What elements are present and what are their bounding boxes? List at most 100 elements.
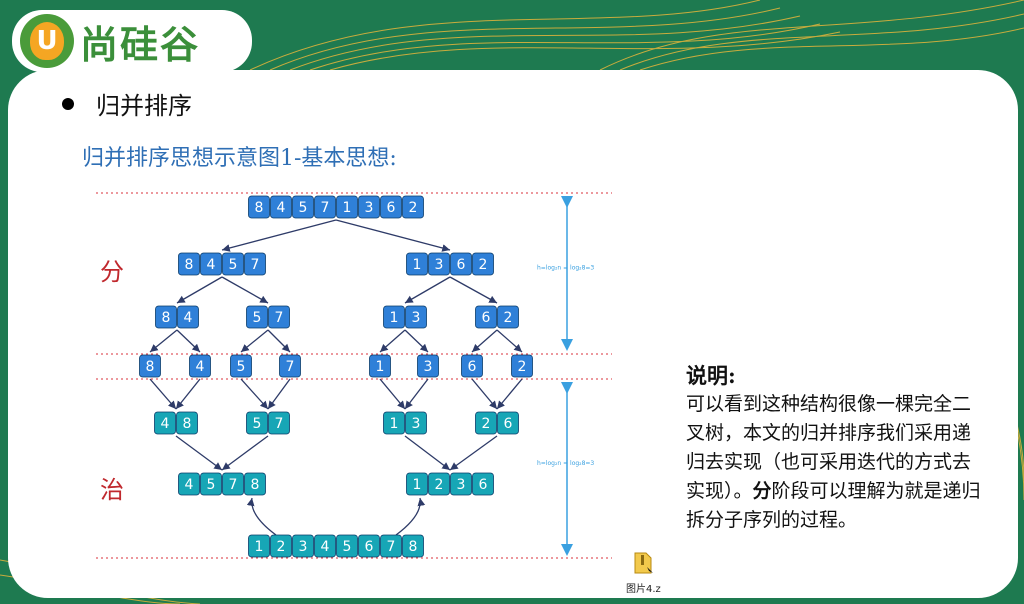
cell-value: 1 <box>390 310 399 326</box>
tree-edge <box>175 378 201 410</box>
divide-node-leaf: 3 <box>417 354 439 378</box>
cell-box <box>248 195 270 219</box>
cell-box <box>380 534 402 558</box>
cell-box <box>336 534 358 558</box>
tree-edges <box>149 219 523 536</box>
cell-box <box>402 195 424 219</box>
tree-edge <box>496 329 523 353</box>
cell-box <box>200 252 222 276</box>
cell-value: 5 <box>253 310 262 326</box>
cell-value: 5 <box>343 539 352 555</box>
tree-edge <box>176 276 223 304</box>
cell-box <box>402 534 424 558</box>
cell-box <box>358 534 380 558</box>
cell-box <box>178 472 200 496</box>
tree-edge <box>471 378 498 410</box>
cell-box <box>200 472 222 496</box>
cell-value: 3 <box>365 200 374 216</box>
cell-box <box>475 305 497 329</box>
cell-value: 5 <box>299 200 308 216</box>
cell-box <box>230 354 252 378</box>
cell-value: 3 <box>424 359 433 375</box>
cell-value: 1 <box>255 539 264 555</box>
cell-box <box>178 252 200 276</box>
tree-edge <box>335 219 451 252</box>
cell-box <box>497 411 519 435</box>
cell-box <box>177 305 199 329</box>
tree-edge <box>149 329 178 353</box>
cell-box <box>450 472 472 496</box>
tree-edge <box>379 329 406 353</box>
logo-letter: U <box>30 22 64 60</box>
cell-value: 6 <box>479 477 488 493</box>
tree-edge <box>267 378 291 410</box>
cell-box <box>270 195 292 219</box>
logo-icon: U <box>20 14 74 68</box>
divide-phase-label: 分 <box>100 258 124 286</box>
cell-box <box>405 305 427 329</box>
cell-value: 6 <box>457 257 466 273</box>
cell-value: 7 <box>275 416 284 432</box>
bullet-icon <box>62 98 74 110</box>
cell-box <box>511 354 533 378</box>
tree-edge <box>404 276 451 304</box>
cell-box <box>292 195 314 219</box>
logo-text: 尚硅谷 <box>80 23 201 67</box>
cell-value: 1 <box>390 416 399 432</box>
cell-value: 2 <box>518 359 527 375</box>
cell-value: 8 <box>255 200 264 216</box>
cell-value: 3 <box>299 539 308 555</box>
cell-box <box>244 472 266 496</box>
cell-box <box>497 305 519 329</box>
cell-value: 3 <box>412 310 421 326</box>
tree-edge <box>221 276 269 304</box>
explanation-bold-word: 分 <box>752 480 772 502</box>
zip-file-icon[interactable] <box>632 552 654 574</box>
file-label[interactable]: 图片4.z <box>626 584 661 595</box>
slide-heading: 归并排序 <box>96 92 192 120</box>
cell-box <box>369 354 391 378</box>
slide-subheading: 归并排序思想示意图1-基本思想: <box>82 146 397 171</box>
cell-box <box>268 411 290 435</box>
cell-value: 1 <box>376 359 385 375</box>
cell-value: 8 <box>409 539 418 555</box>
tree-edge <box>240 378 269 410</box>
cell-value: 6 <box>365 539 374 555</box>
cell-box <box>268 305 290 329</box>
cell-box <box>383 305 405 329</box>
cell-box <box>406 472 428 496</box>
cell-box <box>428 472 450 496</box>
cell-value: 2 <box>409 200 418 216</box>
cell-value: 3 <box>435 257 444 273</box>
cell-value: 2 <box>435 477 444 493</box>
cell-box <box>222 472 244 496</box>
cell-box <box>155 305 177 329</box>
tree-edge <box>240 329 269 353</box>
cell-value: 4 <box>161 416 170 432</box>
cell-value: 8 <box>162 310 171 326</box>
cell-box <box>358 195 380 219</box>
cell-value: 2 <box>479 257 488 273</box>
cell-box <box>336 195 358 219</box>
cell-value: 4 <box>184 310 193 326</box>
cell-value: 8 <box>185 257 194 273</box>
cell-value: 4 <box>277 200 286 216</box>
cell-box <box>417 354 439 378</box>
tree-edge <box>221 219 337 252</box>
tree-edge <box>404 329 429 353</box>
cell-value: 6 <box>387 200 396 216</box>
height-note: h=log₂n = log₂8=3 <box>537 265 594 272</box>
cell-value: 7 <box>275 310 284 326</box>
divide-node-leaf: 6 <box>461 354 483 378</box>
cell-value: 1 <box>343 200 352 216</box>
cell-box <box>154 411 176 435</box>
cell-box <box>380 195 402 219</box>
